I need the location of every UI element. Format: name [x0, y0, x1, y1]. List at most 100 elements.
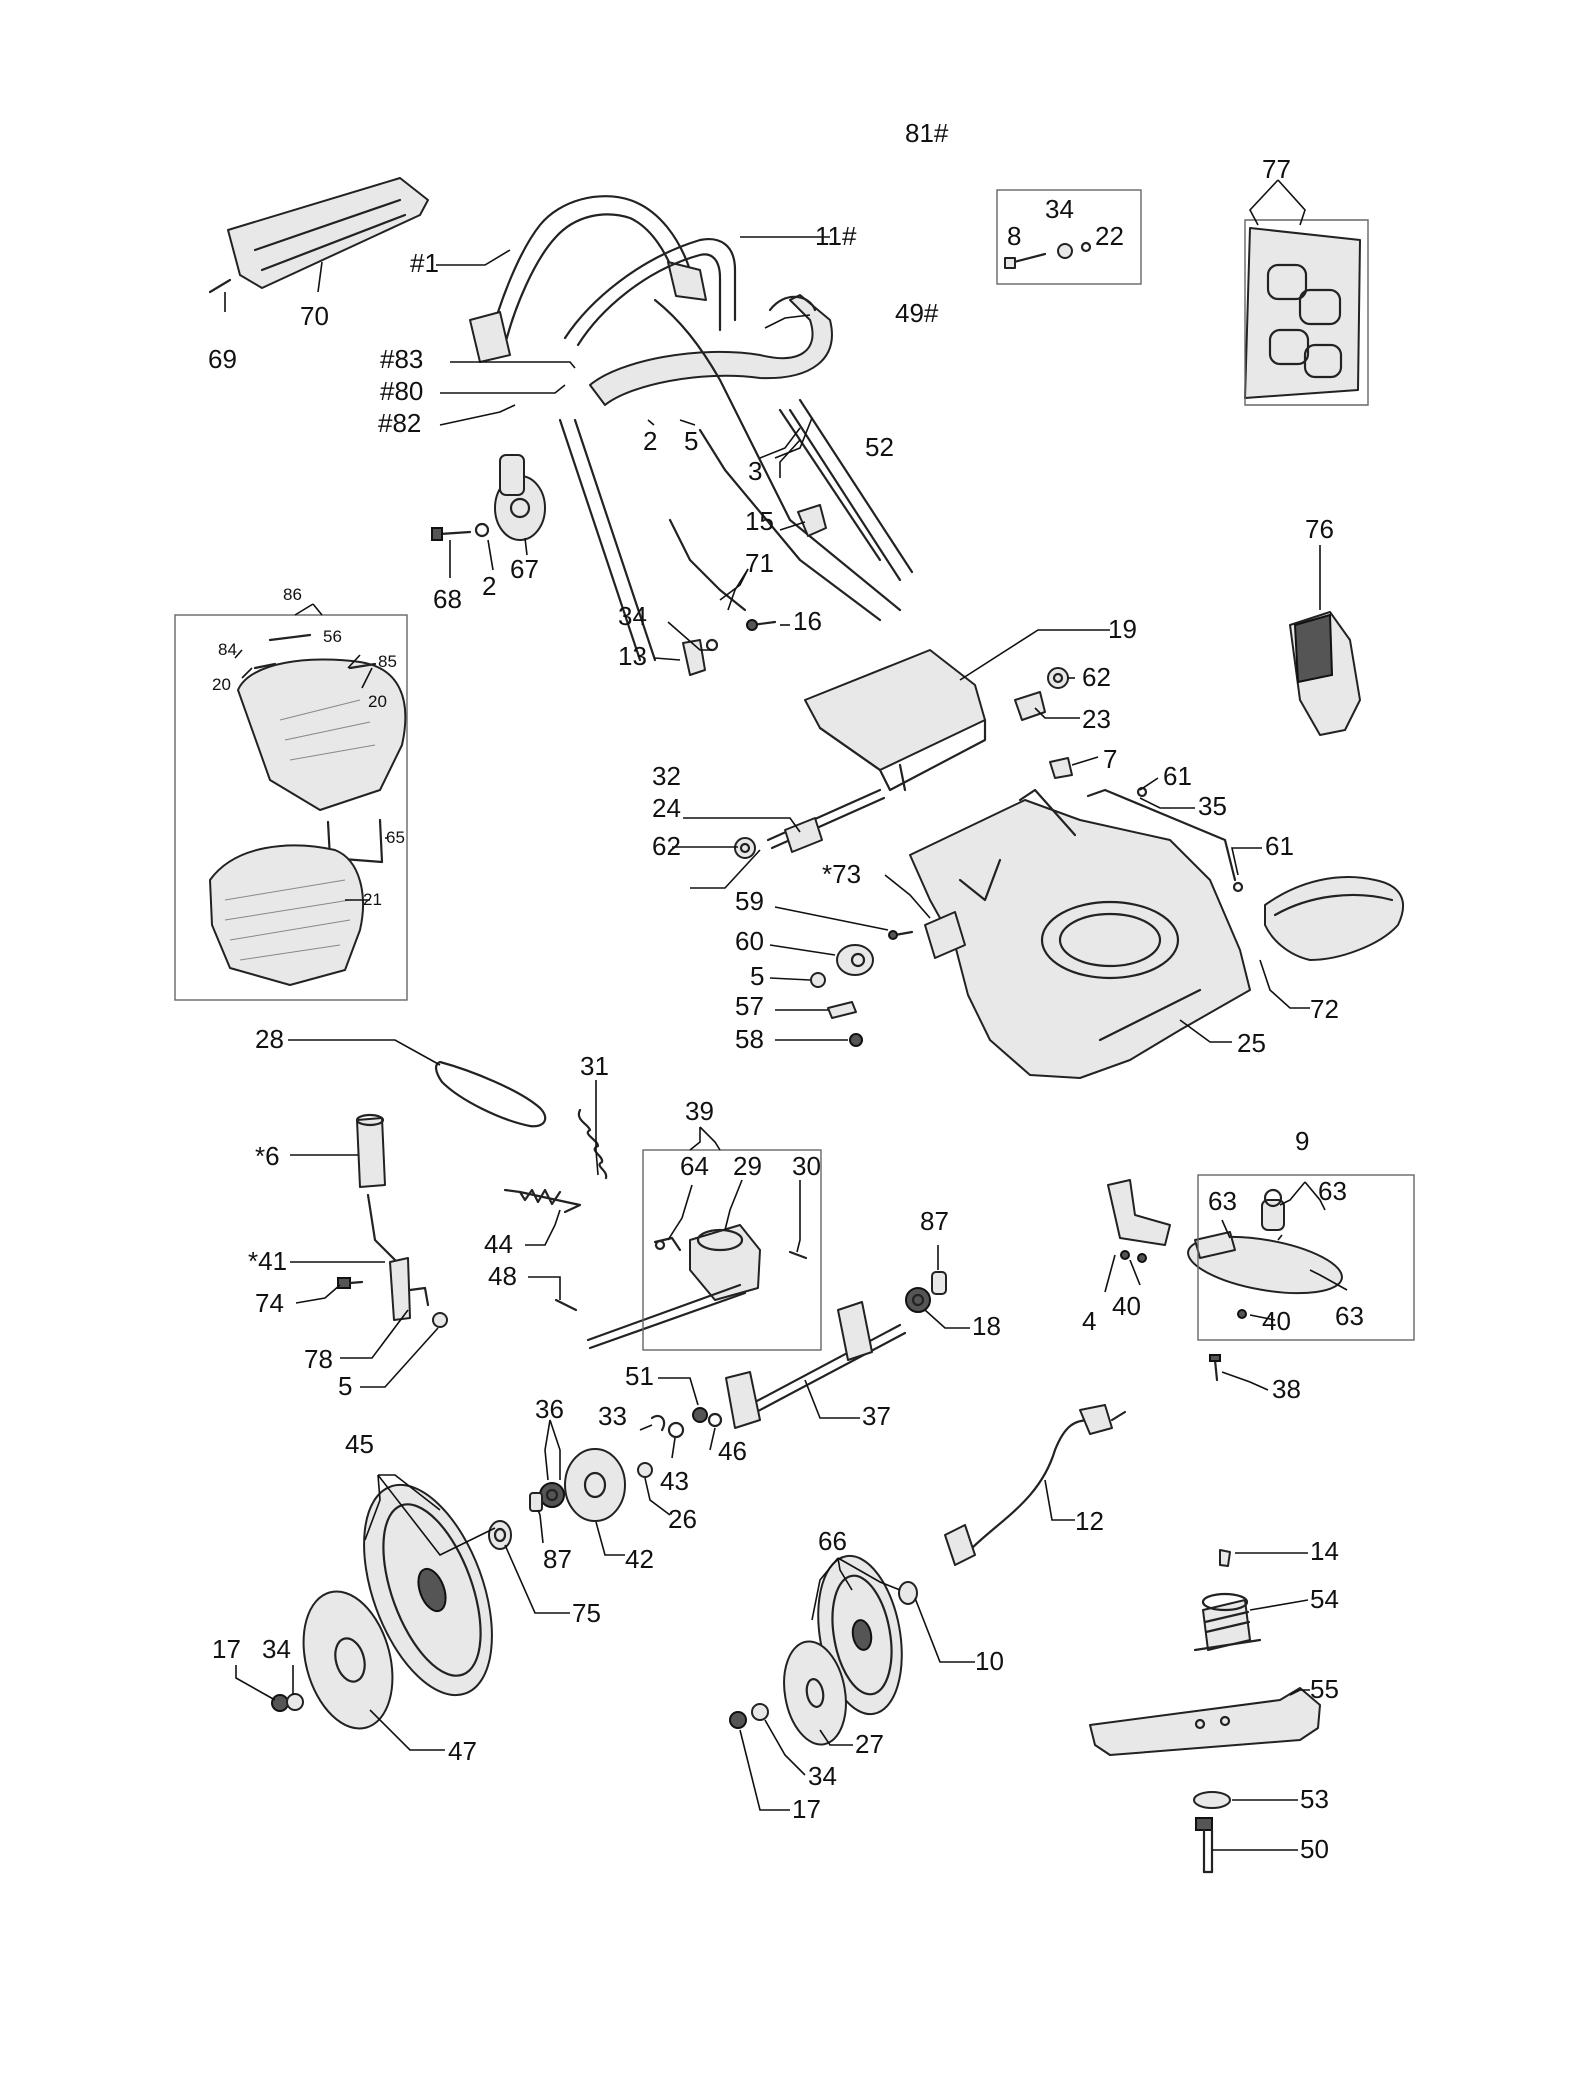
- part-87-bushing-upper: [931, 1271, 947, 1295]
- label-66: 66: [818, 1526, 847, 1556]
- label-72: 72: [1310, 994, 1339, 1024]
- label-34-front: 34: [808, 1761, 837, 1791]
- label-12: 12: [1075, 1506, 1104, 1536]
- part-57-plate: [827, 1001, 857, 1019]
- label-22: 22: [1095, 221, 1124, 251]
- label-14: 14: [1310, 1536, 1339, 1566]
- part-12-cable: [944, 1404, 1127, 1566]
- label-40: 40: [1112, 1291, 1141, 1321]
- label-32: 32: [652, 761, 681, 791]
- part-54-blade-hub: [1193, 1592, 1262, 1652]
- label-46: 46: [718, 1436, 747, 1466]
- label-63-left: 63: [1208, 1186, 1237, 1216]
- box-39: [642, 1149, 822, 1351]
- part-45-rear-wheel: [363, 1483, 493, 1697]
- label-34-left: 34: [262, 1634, 291, 1664]
- part-21-grassbag: [209, 844, 364, 986]
- label-7: 7: [1103, 744, 1117, 774]
- label-33: 33: [598, 1401, 627, 1431]
- label-3: 3: [748, 456, 762, 486]
- label-61-right: 61: [1265, 831, 1294, 861]
- group-boxes: [174, 189, 1415, 1351]
- part-27-hubcap: [783, 1640, 847, 1746]
- label-52: 52: [865, 432, 894, 462]
- label-43: 43: [660, 1466, 689, 1496]
- label-63-right: 63: [1335, 1301, 1364, 1331]
- label-13: 13: [618, 641, 647, 671]
- box-8-34-22: [996, 189, 1142, 285]
- label-80: #80: [380, 376, 423, 406]
- label-34-top: 34: [618, 601, 647, 631]
- label-70: 70: [300, 301, 329, 331]
- leader-lines: [224, 179, 1348, 1851]
- label-34-box: 34: [1045, 194, 1074, 224]
- label-41: *41: [248, 1246, 287, 1276]
- part-19-flap: [804, 649, 987, 792]
- label-9: 9: [1295, 1126, 1309, 1156]
- part-64-spring: [653, 1236, 682, 1252]
- label-59: 59: [735, 886, 764, 916]
- part-25-deck: [909, 788, 1251, 1079]
- part-22-clip-box: [1080, 241, 1092, 253]
- part-18-pinion: [905, 1287, 931, 1313]
- label-42: 42: [625, 1544, 654, 1574]
- part-49-bail-bar: [589, 294, 833, 406]
- part-70-handle-cover: [208, 177, 429, 294]
- label-30: 30: [792, 1151, 821, 1181]
- part-11-handle-frame: [558, 238, 914, 662]
- part-47-hubcap: [302, 1590, 394, 1730]
- label-40-box: 40: [1262, 1306, 1291, 1336]
- label-17-front: 17: [792, 1794, 821, 1824]
- part-23-bracket: [1014, 691, 1046, 721]
- label-47: 47: [448, 1736, 477, 1766]
- part-34-washer-front: [751, 1703, 769, 1721]
- label-25: 25: [1237, 1028, 1266, 1058]
- part-15-clip: [797, 504, 827, 537]
- part-78-bracket: [408, 1286, 430, 1307]
- label-11: 11#: [815, 221, 857, 251]
- part-65-bag-frame: [326, 818, 384, 864]
- box-77: [1244, 219, 1369, 406]
- part-55-blade: [1089, 1687, 1321, 1756]
- part-31-spring: [577, 1108, 608, 1180]
- part-38-screw: [1209, 1354, 1221, 1382]
- part-53-washer: [1193, 1791, 1231, 1809]
- label-31: 31: [580, 1051, 609, 1081]
- label-5-top: 5: [684, 426, 698, 456]
- label-10: 10: [975, 1646, 1004, 1676]
- part-33-clip: [650, 1414, 666, 1432]
- label-68: 68: [433, 584, 462, 614]
- label-15: 15: [745, 506, 774, 536]
- part-87-bushing-lower: [529, 1492, 543, 1512]
- part-37-rear-axle: [725, 1301, 907, 1429]
- box-86: [174, 614, 408, 1001]
- part-36-pinion: [539, 1482, 565, 1508]
- label-23: 23: [1082, 704, 1111, 734]
- part-5-nut-deck: [810, 972, 826, 988]
- label-83: #83: [380, 344, 423, 374]
- part-71-cable: [668, 518, 747, 612]
- part-labels: 81# #1 11# 70 69 49# #83 #80 #82 2 5 52 …: [208, 118, 1364, 1864]
- part-46-washer: [707, 1412, 723, 1428]
- label-18: 18: [972, 1311, 1001, 1341]
- label-86: 86: [283, 585, 302, 604]
- label-84: 84: [218, 640, 237, 659]
- part-68-bolt: [431, 522, 490, 541]
- label-37: 37: [862, 1401, 891, 1431]
- label-85: 85: [378, 652, 397, 671]
- label-2-top: 2: [643, 426, 657, 456]
- part-1-upper-handle: [469, 195, 707, 363]
- label-73: *73: [822, 859, 861, 889]
- part-17-nut-left: [271, 1694, 289, 1712]
- part-14-key: [1219, 1549, 1231, 1567]
- label-48: 48: [488, 1261, 517, 1291]
- part-74-bolt: [337, 1277, 364, 1289]
- part-77-decal: [1244, 227, 1361, 399]
- label-69: 69: [208, 344, 237, 374]
- part-34-washer-left: [286, 1693, 304, 1711]
- part-86-grassbag-top: [237, 633, 407, 811]
- part-30-pin: [788, 1250, 808, 1260]
- part-51-nut: [692, 1407, 708, 1423]
- label-5-deck: 5: [750, 961, 764, 991]
